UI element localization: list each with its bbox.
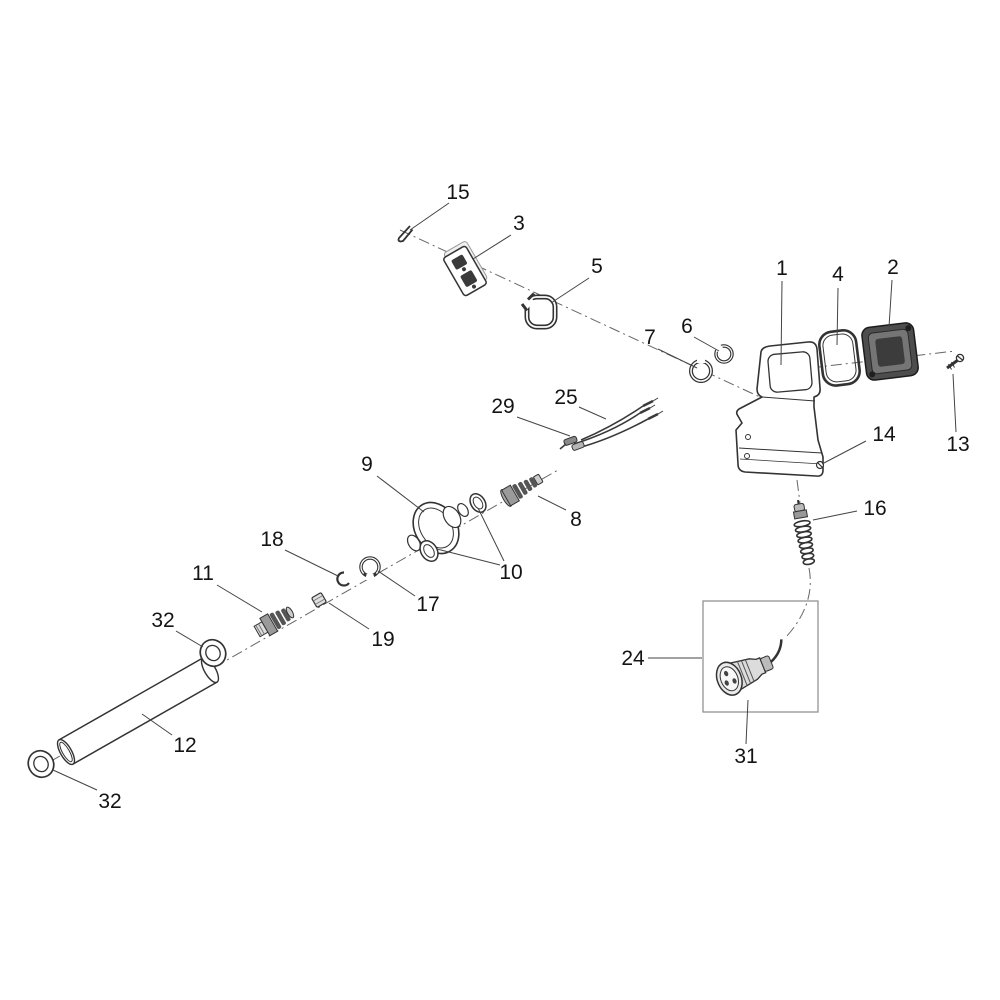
part-5-clamp xyxy=(520,292,558,330)
part-label-15: 15 xyxy=(446,181,469,204)
part-2-cover xyxy=(861,322,919,381)
part-29-cable-end xyxy=(559,435,585,451)
leader-16 xyxy=(812,510,858,521)
leader-31 xyxy=(745,699,749,745)
leader-18 xyxy=(284,549,339,577)
part-label-14: 14 xyxy=(872,423,896,446)
axis-lower-assembly xyxy=(31,469,559,773)
leader-5 xyxy=(550,277,590,304)
part-16-spring xyxy=(792,499,816,566)
part-labels: 15 3 5 1 4 2 6 7 25 29 13 14 9 8 16 10 1… xyxy=(98,181,969,813)
part-12-tube xyxy=(56,656,220,766)
leader-10b xyxy=(436,548,501,566)
leader-1 xyxy=(780,280,783,366)
part-8-fitting xyxy=(500,473,544,507)
leader-32-lower xyxy=(52,769,98,791)
part-label-3: 3 xyxy=(513,212,525,235)
axis-cable-top xyxy=(796,479,801,504)
part-14-screw xyxy=(815,460,825,470)
part-label-13: 13 xyxy=(946,433,969,456)
part-1-housing xyxy=(735,341,824,477)
part-9-flange xyxy=(406,501,469,555)
part-19-nut xyxy=(311,592,327,608)
part-label-1: 1 xyxy=(776,257,788,280)
leader-2 xyxy=(888,279,893,328)
leader-14 xyxy=(821,440,867,465)
leader-17 xyxy=(377,570,416,597)
leader-12 xyxy=(141,713,173,736)
part-label-2: 2 xyxy=(887,256,899,279)
part-label-4: 4 xyxy=(832,263,844,286)
part-label-25: 25 xyxy=(554,386,577,409)
part-11-fitting xyxy=(253,606,295,638)
leader-19 xyxy=(328,602,370,630)
part-label-6: 6 xyxy=(681,315,693,338)
part-3-plate xyxy=(443,241,488,297)
leader-3 xyxy=(472,234,512,260)
part-label-16: 16 xyxy=(863,497,886,520)
part-label-10: 10 xyxy=(499,561,522,584)
leader-4 xyxy=(836,287,839,346)
leader-lines xyxy=(52,202,957,791)
part-label-32-upper: 32 xyxy=(151,609,174,632)
leader-32-upper xyxy=(175,630,204,648)
part-4-gasket xyxy=(818,329,861,387)
part-label-11: 11 xyxy=(192,562,214,585)
part-label-8: 8 xyxy=(570,508,582,531)
part-15-pin xyxy=(397,225,414,243)
axis-cable-bottom xyxy=(785,567,811,638)
part-label-12: 12 xyxy=(173,734,196,757)
leader-10a xyxy=(477,507,505,562)
part-17-circlip xyxy=(359,556,381,580)
part-6-clip xyxy=(713,343,734,364)
part-24-detail-box xyxy=(702,600,819,713)
part-18-clip xyxy=(336,571,350,587)
part-label-18: 18 xyxy=(260,528,283,551)
leader-15 xyxy=(409,202,450,231)
part-13-screw xyxy=(946,353,965,370)
leader-13 xyxy=(952,373,957,433)
part-label-17: 17 xyxy=(416,593,439,616)
part-label-19: 19 xyxy=(371,628,394,651)
part-label-7: 7 xyxy=(644,326,656,349)
part-32-ring-upper xyxy=(199,638,227,668)
part-label-9: 9 xyxy=(361,453,373,476)
part-10-rings xyxy=(419,492,487,562)
part-32-ring-lower xyxy=(27,749,55,779)
part-label-5: 5 xyxy=(591,255,603,278)
part-label-29: 29 xyxy=(491,395,514,418)
leader-7 xyxy=(657,348,698,369)
leader-8 xyxy=(537,495,567,511)
leader-6 xyxy=(693,336,720,352)
leader-9 xyxy=(376,475,425,513)
part-label-31: 31 xyxy=(734,745,757,768)
leader-29 xyxy=(516,416,571,437)
leader-25 xyxy=(578,406,607,420)
part-7-ring xyxy=(689,357,713,383)
leader-11 xyxy=(216,584,263,613)
part-label-24: 24 xyxy=(621,647,645,670)
part-31-plug xyxy=(715,639,783,696)
part-25-cable xyxy=(573,397,664,449)
part-label-32-lower: 32 xyxy=(98,790,121,813)
